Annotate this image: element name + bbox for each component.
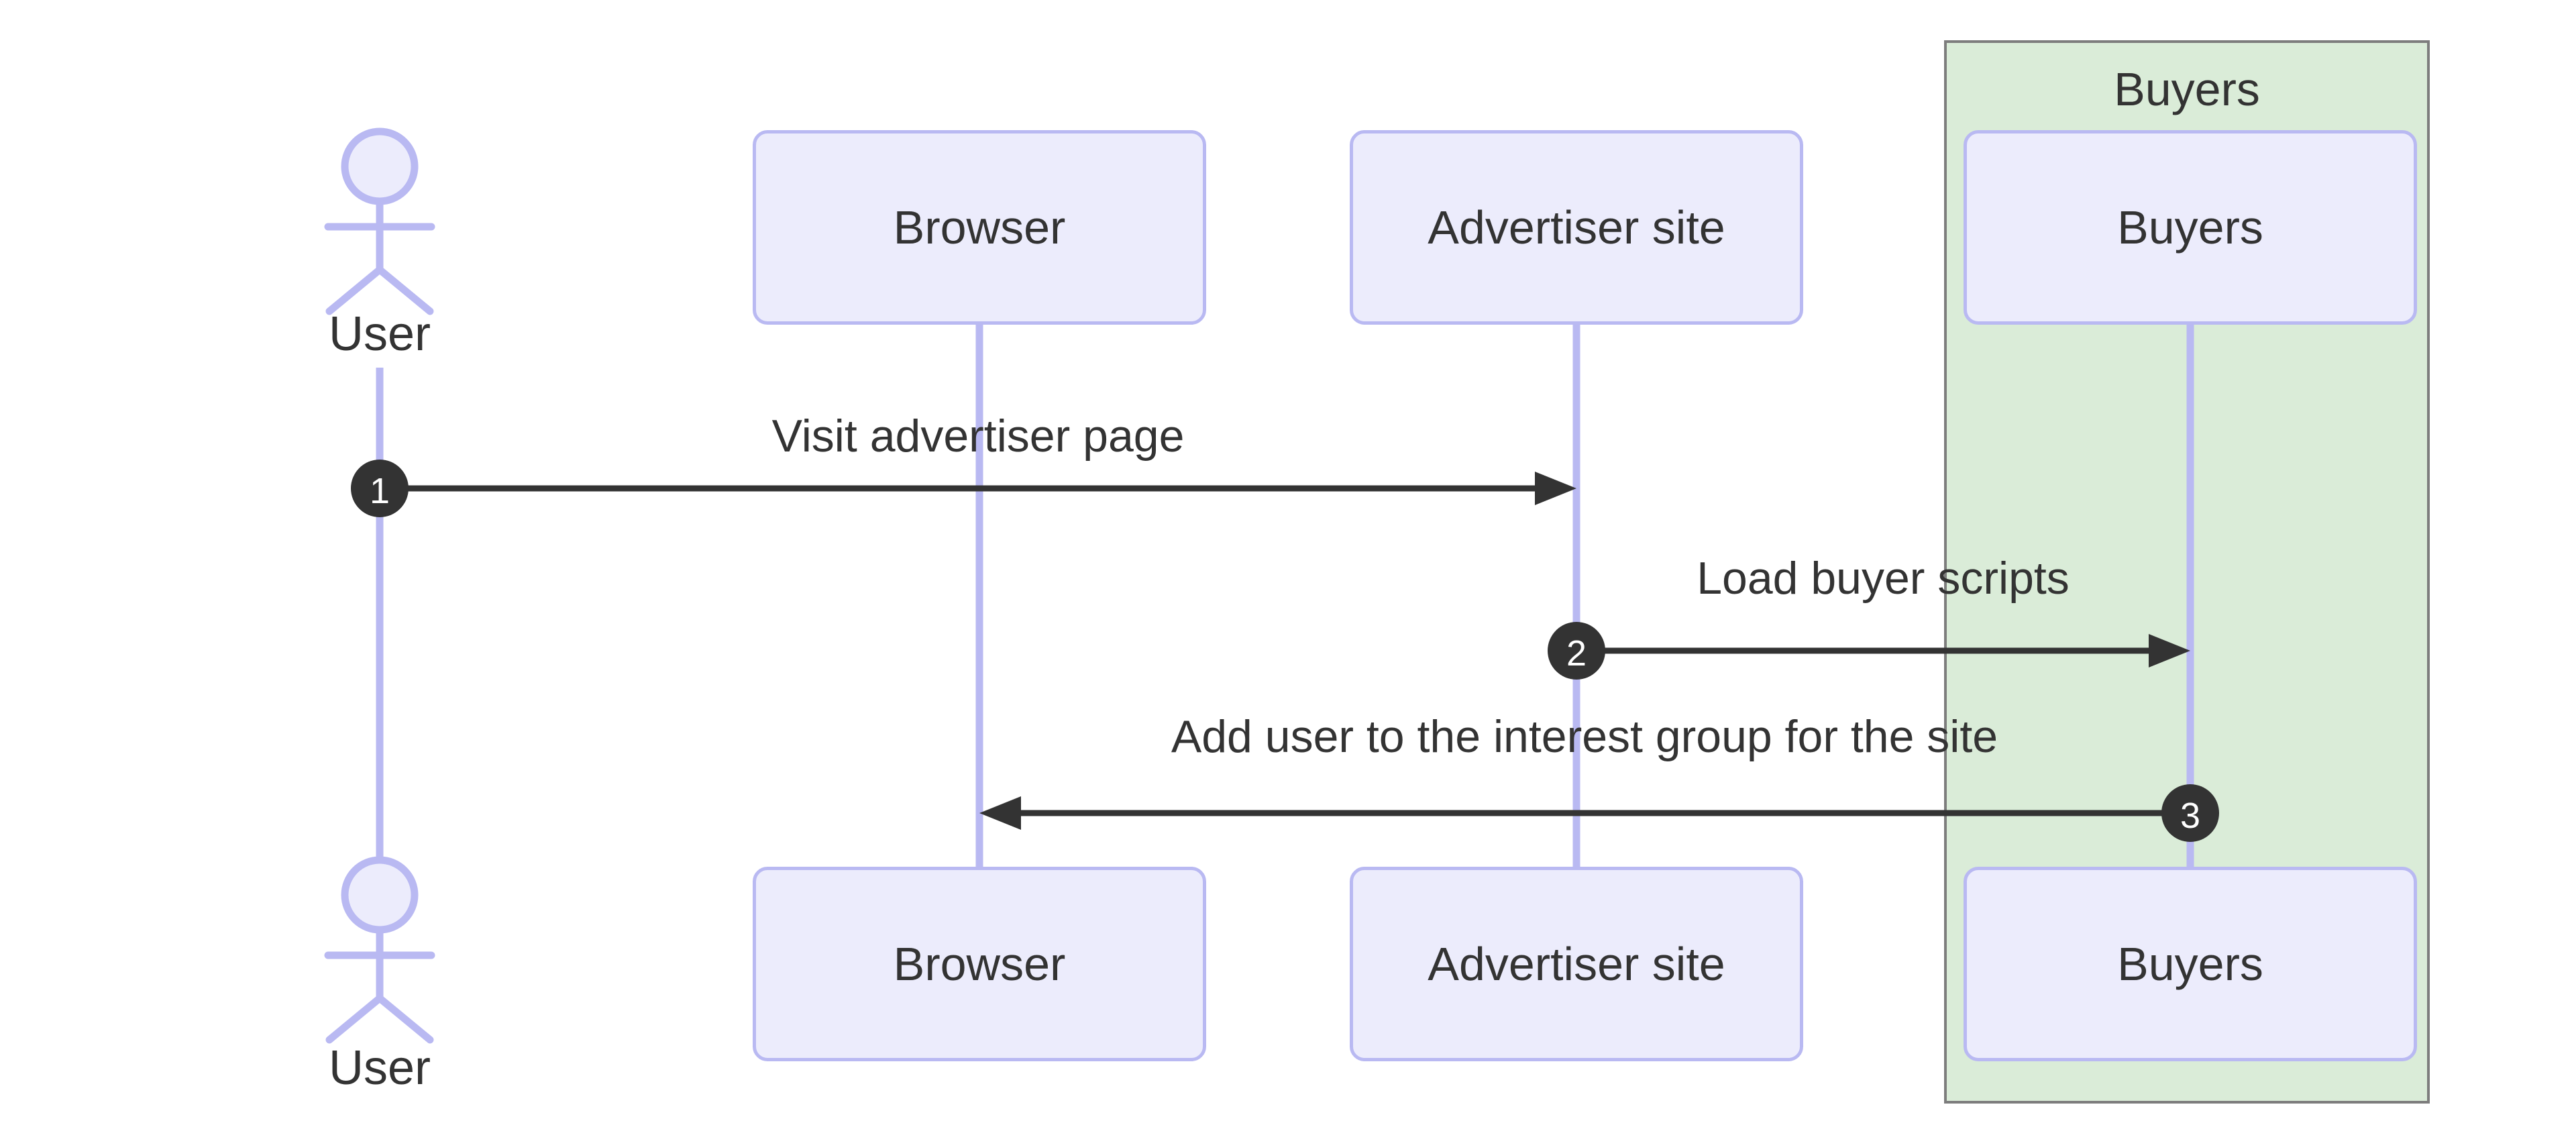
participant-browser-bottom: Browser: [753, 867, 1206, 1061]
participant-browser-top: Browser: [753, 130, 1206, 325]
participant-buyers-top: Buyers: [1964, 130, 2417, 325]
sequence-number-chip: [2161, 784, 2219, 842]
sequence-number: 2: [1566, 633, 1587, 674]
participant-label: Advertiser site: [1428, 938, 1725, 990]
user-actor-icon: [324, 127, 435, 315]
participant-advertiser-site-bottom: Advertiser site: [1350, 867, 1803, 1061]
sequence-number-chip: [1548, 622, 1605, 680]
message-label-visit-advertiser-page: Visit advertiser page: [771, 411, 1185, 462]
participant-advertiser-site-top: Advertiser site: [1350, 130, 1803, 325]
arrowhead-right-icon: [2149, 634, 2190, 667]
participant-label: Buyers: [2117, 938, 2263, 990]
sequence-number: 3: [2180, 796, 2200, 836]
actor-label-user-bottom: User: [328, 1041, 431, 1095]
actor-label-user-top: User: [328, 307, 431, 361]
sequence-number-chip: [351, 460, 409, 517]
message-label-add-user-to-interest-group: Add user to the interest group for the s…: [1171, 711, 1998, 762]
participant-label: Buyers: [2117, 201, 2263, 254]
arrowhead-left-icon: [979, 796, 1021, 830]
participant-label: Browser: [893, 938, 1066, 990]
buyers-group-title: Buyers: [2114, 63, 2260, 115]
arrowhead-right-icon: [1535, 472, 1576, 505]
participant-buyers-bottom: Buyers: [1964, 867, 2417, 1061]
message-label-load-buyer-scripts: Load buyer scripts: [1697, 553, 2070, 604]
arrow-add-user-to-interest-group: 3: [979, 784, 2219, 842]
arrow-visit-advertiser-page: 1: [351, 460, 1576, 517]
arrow-load-buyer-scripts: 2: [1548, 622, 2190, 680]
participant-label: Advertiser site: [1428, 201, 1725, 254]
participant-label: Browser: [893, 201, 1066, 254]
sequence-number: 1: [370, 471, 390, 511]
user-actor-icon: [324, 856, 435, 1044]
